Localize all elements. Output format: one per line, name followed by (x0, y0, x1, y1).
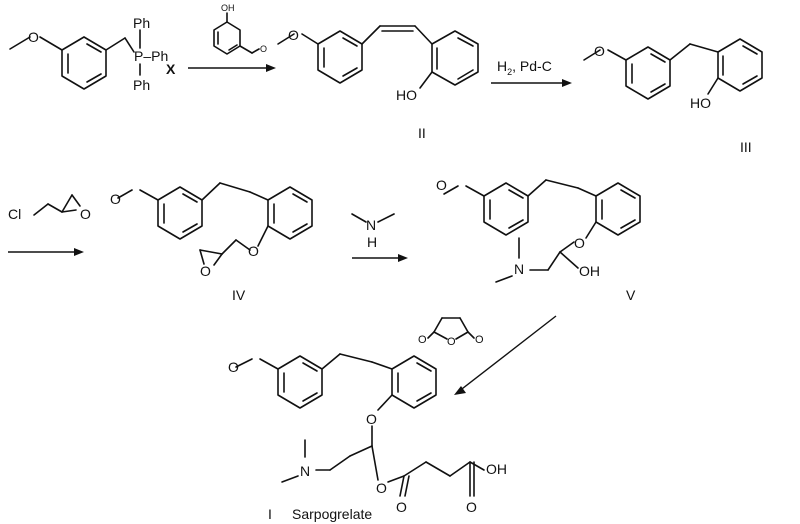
o-anhydride-3: O (475, 334, 484, 346)
compound-ii-label: II (418, 125, 426, 141)
o-epoxide-iv: O (200, 263, 211, 279)
o-ether-v: O (574, 235, 585, 251)
o-anhydride-1: O (418, 334, 427, 346)
reaction-arrow-2-head (562, 79, 572, 87)
reaction-arrow-1-head (266, 64, 276, 72)
h-amine-label: H (367, 234, 377, 250)
compound-v-label: V (626, 287, 636, 303)
compound-iii-structure (583, 38, 763, 100)
ph-top-label: Ph (133, 15, 150, 31)
ph-bottom-label: Ph (133, 77, 150, 93)
oh-aldehyde-label: OH (221, 3, 235, 13)
n-amine-label: N (366, 217, 376, 233)
succinic-anhydride-structure (427, 317, 475, 340)
methoxy-o-v: O (436, 177, 447, 193)
methoxy-o-iii: O (594, 43, 605, 59)
o-ether-iv: O (248, 243, 259, 259)
ho-iii-label: HO (690, 95, 711, 111)
compound-iii-label: III (740, 139, 752, 155)
compound-ii-structure (277, 25, 479, 89)
o-epoxide-reagent: O (80, 206, 91, 222)
dimethylamine-structure (351, 213, 395, 223)
ho-ii-label: HO (396, 87, 417, 103)
methoxy-o-x: O (28, 29, 39, 45)
oh-v-label: OH (579, 263, 600, 279)
methoxy-o-ii: O (288, 27, 299, 43)
o-anhydride-2: O (447, 336, 456, 348)
h2-label: H2, Pd-C (497, 58, 552, 77)
compound-x-label: X (166, 61, 176, 77)
reaction-arrow-3-head (74, 248, 84, 256)
compound-i-label: I (268, 506, 272, 522)
cl-label: Cl (8, 206, 21, 222)
compound-i-name: Sarpogrelate (292, 506, 372, 522)
methoxy-o-i: O (228, 359, 239, 375)
o-aldehyde-label: O (260, 44, 267, 54)
methoxy-o-iv: O (110, 191, 121, 207)
compound-iv-label: IV (232, 287, 246, 303)
compound-x-structure (9, 29, 141, 90)
oh-acid-i: OH (486, 461, 507, 477)
reaction-arrow-5-head (454, 386, 466, 395)
o-acid-i: O (466, 499, 477, 515)
reaction-arrow-5 (457, 315, 557, 393)
compound-i-structure (235, 353, 485, 497)
n-i-label: N (300, 463, 310, 479)
epichlorohydrin-structure (33, 194, 81, 216)
o-ether-i: O (366, 411, 377, 427)
o-ester-i: O (376, 480, 387, 496)
salicylaldehyde-structure (213, 12, 260, 55)
reaction-arrow-4-head (398, 254, 408, 262)
o-carbonyl-i: O (396, 499, 407, 515)
compound-v-structure (443, 179, 641, 283)
p-ph-label: P–Ph (134, 48, 168, 64)
n-v-label: N (514, 261, 524, 277)
compound-iv-structure (117, 182, 313, 266)
